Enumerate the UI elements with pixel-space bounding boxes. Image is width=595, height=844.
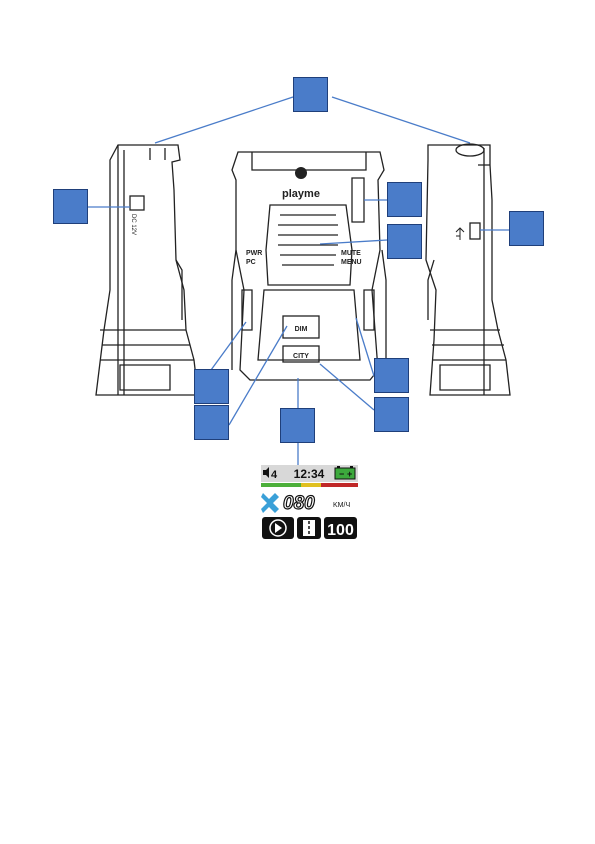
pc-label: PC bbox=[246, 259, 256, 266]
callout-dim-button bbox=[194, 405, 229, 440]
usb-icon bbox=[455, 227, 465, 240]
threshold-value: 100 bbox=[327, 522, 354, 539]
callout-display bbox=[280, 408, 315, 443]
volume-level: 4 bbox=[271, 469, 278, 481]
power-jack-label: DC 12V bbox=[130, 214, 136, 235]
battery-minus: − bbox=[339, 469, 344, 479]
road-icon bbox=[297, 517, 321, 539]
speed-value: 080 bbox=[283, 493, 315, 514]
front-view bbox=[231, 151, 387, 381]
threshold-box: 100 bbox=[324, 517, 357, 539]
radar-mode-icon bbox=[262, 517, 294, 539]
callout-menu-button bbox=[374, 358, 409, 393]
speed-unit: KM/Ч bbox=[333, 502, 350, 509]
callout-speaker bbox=[387, 224, 422, 259]
city-button-label: CITY bbox=[293, 353, 309, 360]
lcd-display: 4 12:34 − + 080 KM/Ч 100 bbox=[261, 465, 358, 541]
pwr-label: PWR bbox=[246, 250, 262, 257]
callout-usb-port bbox=[509, 211, 544, 246]
callout-power-jack bbox=[53, 189, 88, 224]
dim-button-label: DIM bbox=[295, 326, 308, 333]
left-side-view bbox=[95, 144, 199, 396]
playme-logo-icon bbox=[295, 167, 307, 179]
callout-power-button bbox=[194, 369, 229, 404]
leader-lines bbox=[87, 96, 509, 465]
battery-icon: − + bbox=[334, 466, 356, 480]
signal-strength-bar bbox=[261, 483, 358, 487]
callout-mute-button bbox=[387, 182, 422, 217]
clock-time: 12:34 bbox=[294, 467, 325, 481]
lcd-header bbox=[261, 465, 358, 482]
battery-plus: + bbox=[347, 469, 352, 479]
callout-city-button bbox=[374, 397, 409, 432]
right-side-view bbox=[425, 143, 511, 396]
brand-label: playme bbox=[282, 188, 320, 200]
mute-label: MUTE bbox=[341, 250, 361, 257]
satellite-icon bbox=[261, 493, 279, 513]
callout-top bbox=[293, 77, 328, 112]
speaker-icon bbox=[263, 467, 269, 478]
menu-label: MENU bbox=[341, 259, 362, 266]
